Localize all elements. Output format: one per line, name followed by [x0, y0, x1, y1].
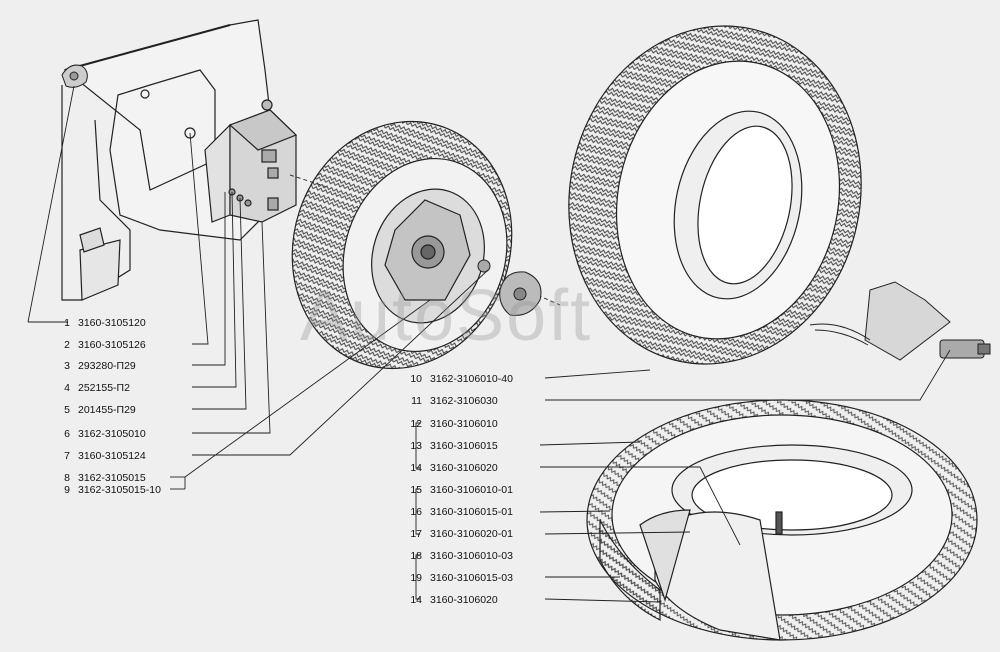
tyre-outer: [568, 25, 862, 365]
tyre-cutaway: [586, 399, 978, 641]
watermark-text: AutoSoft: [300, 276, 593, 356]
carrier-bracket: [204, 99, 298, 223]
center-nut: [477, 259, 542, 316]
wing-nut-top: [61, 64, 88, 88]
spare-wheel: [291, 120, 513, 370]
leader-lines: [27, 85, 951, 603]
valve-assembly: [809, 281, 991, 361]
